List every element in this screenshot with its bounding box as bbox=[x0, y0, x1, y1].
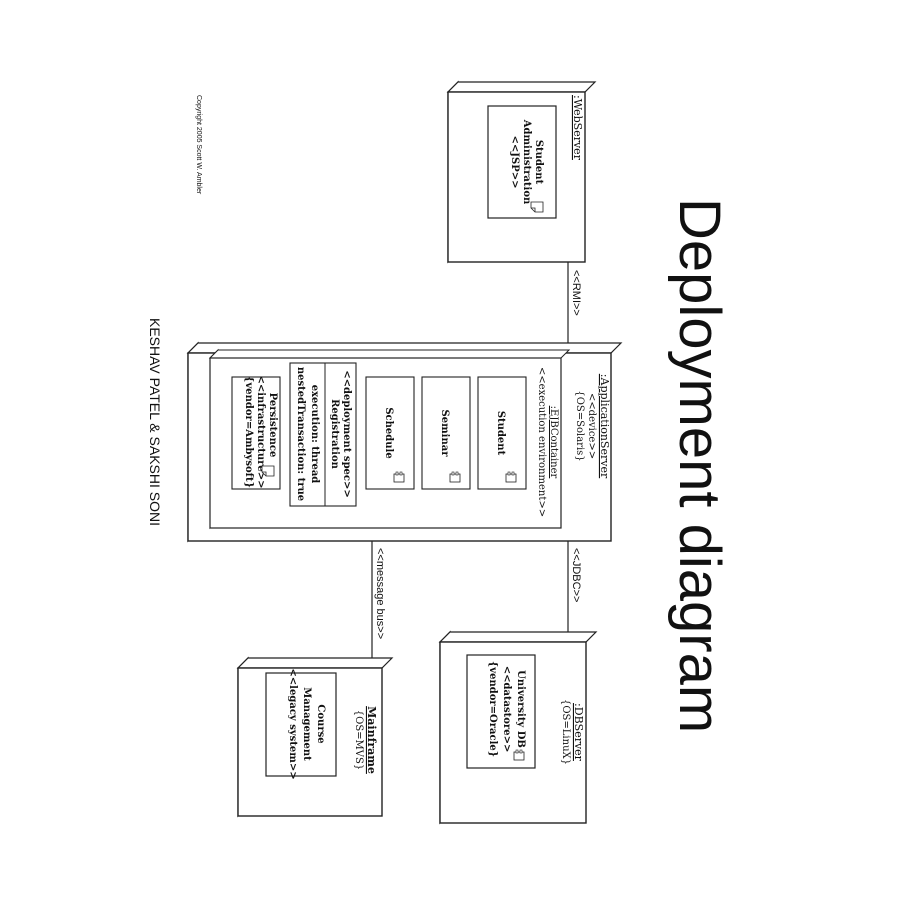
student-component[interactable]: Student bbox=[477, 376, 527, 490]
connector-jdbc-label: <<JDBC>> bbox=[570, 548, 582, 602]
seminar-component-label: Seminar bbox=[439, 410, 450, 458]
appserver-tag: {OS=Solaris} bbox=[574, 390, 585, 461]
ejb-container-stereotype: <<execution environment>> bbox=[536, 367, 547, 517]
seminar-component[interactable]: Seminar bbox=[421, 376, 471, 490]
ejb-container-name: :EJBContainer bbox=[548, 406, 559, 479]
artifact-line2: Administration bbox=[521, 119, 532, 205]
artifact-line1: Student bbox=[533, 140, 544, 185]
connector-rmi-label: <<RMI>> bbox=[570, 270, 582, 316]
connector-rmi: <<RMI>> bbox=[567, 262, 582, 343]
ejb-container[interactable]: :EJBContainer <<execution environment>> … bbox=[208, 348, 571, 530]
appserver-name: :ApplicationServer bbox=[598, 374, 611, 479]
copyright-label: Copyright 2005 Scott W. Ambler bbox=[195, 95, 202, 195]
university-db-artifact[interactable]: University DB <<datastore>> {vendor=Orac… bbox=[466, 654, 536, 769]
persistence-tag: {vendor=Ambysoft} bbox=[243, 376, 254, 488]
university-db-tag: {vendor=Oracle} bbox=[487, 661, 498, 757]
deployment-spec-stereotype: <<deployment spec>> bbox=[341, 370, 352, 498]
schedule-component-label: Schedule bbox=[383, 407, 394, 458]
component-icon bbox=[505, 471, 517, 483]
student-administration-artifact[interactable]: Student Administration <<JSP>> bbox=[487, 105, 557, 219]
student-component-label: Student bbox=[495, 411, 506, 456]
dbserver-node[interactable]: :DBServer {OS=LinuX} University DB <<dat… bbox=[438, 630, 598, 825]
mainframe-name: Mainframe bbox=[365, 706, 378, 774]
artifact-line3: <<JSP>> bbox=[509, 136, 520, 189]
dbserver-tag: {OS=LinuX} bbox=[560, 699, 571, 765]
persistence-artifact[interactable]: Persistence <<infrastructure>> {vendor=A… bbox=[231, 375, 281, 490]
connector-message-bus: <<message bus>> bbox=[371, 541, 386, 658]
course-management-line3: <<legacy system>> bbox=[287, 668, 298, 779]
component-icon bbox=[393, 471, 405, 483]
connector-message-bus-label: <<message bus>> bbox=[374, 548, 386, 639]
persistence-stereotype: <<infrastructure>> bbox=[255, 375, 266, 488]
course-management-artifact[interactable]: Course Management <<legacy system>> bbox=[265, 668, 337, 780]
course-management-line1: Course bbox=[315, 704, 326, 743]
application-server-node[interactable]: :ApplicationServer <<device>> {OS=Solari… bbox=[186, 341, 623, 543]
university-db-name: University DB bbox=[515, 670, 526, 748]
appserver-stereotype: <<device>> bbox=[586, 393, 597, 459]
deployment-spec[interactable]: <<deployment spec>> Registration executi… bbox=[289, 362, 357, 507]
webserver-name: :WebServer bbox=[571, 95, 584, 161]
mainframe-tag: {OS=MVS} bbox=[353, 710, 364, 770]
document-icon bbox=[261, 465, 275, 477]
diagram-title: Deployment diagram bbox=[667, 198, 732, 733]
webserver-node[interactable]: :WebServer Student Administration <<JSP>… bbox=[446, 80, 597, 264]
university-db-stereotype: <<datastore>> bbox=[501, 666, 512, 753]
course-management-line2: Management bbox=[301, 687, 312, 761]
deployment-spec-execution: execution: thread bbox=[309, 385, 320, 484]
persistence-name: Persistence bbox=[267, 393, 278, 458]
component-icon bbox=[449, 471, 461, 483]
deployment-spec-transaction: nestedTransaction: true bbox=[295, 367, 306, 501]
deployment-spec-name: Registration bbox=[329, 399, 340, 470]
authors-label: KESHAV PATEL & SAKSHI SONI bbox=[147, 318, 163, 526]
component-icon bbox=[513, 749, 525, 761]
mainframe-node[interactable]: Mainframe {OS=MVS} Course Management <<l… bbox=[236, 656, 394, 818]
dbserver-name: :DBServer bbox=[572, 703, 585, 762]
document-icon bbox=[530, 201, 544, 213]
schedule-component[interactable]: Schedule bbox=[365, 376, 415, 490]
connector-jdbc: <<JDBC>> bbox=[567, 541, 582, 632]
